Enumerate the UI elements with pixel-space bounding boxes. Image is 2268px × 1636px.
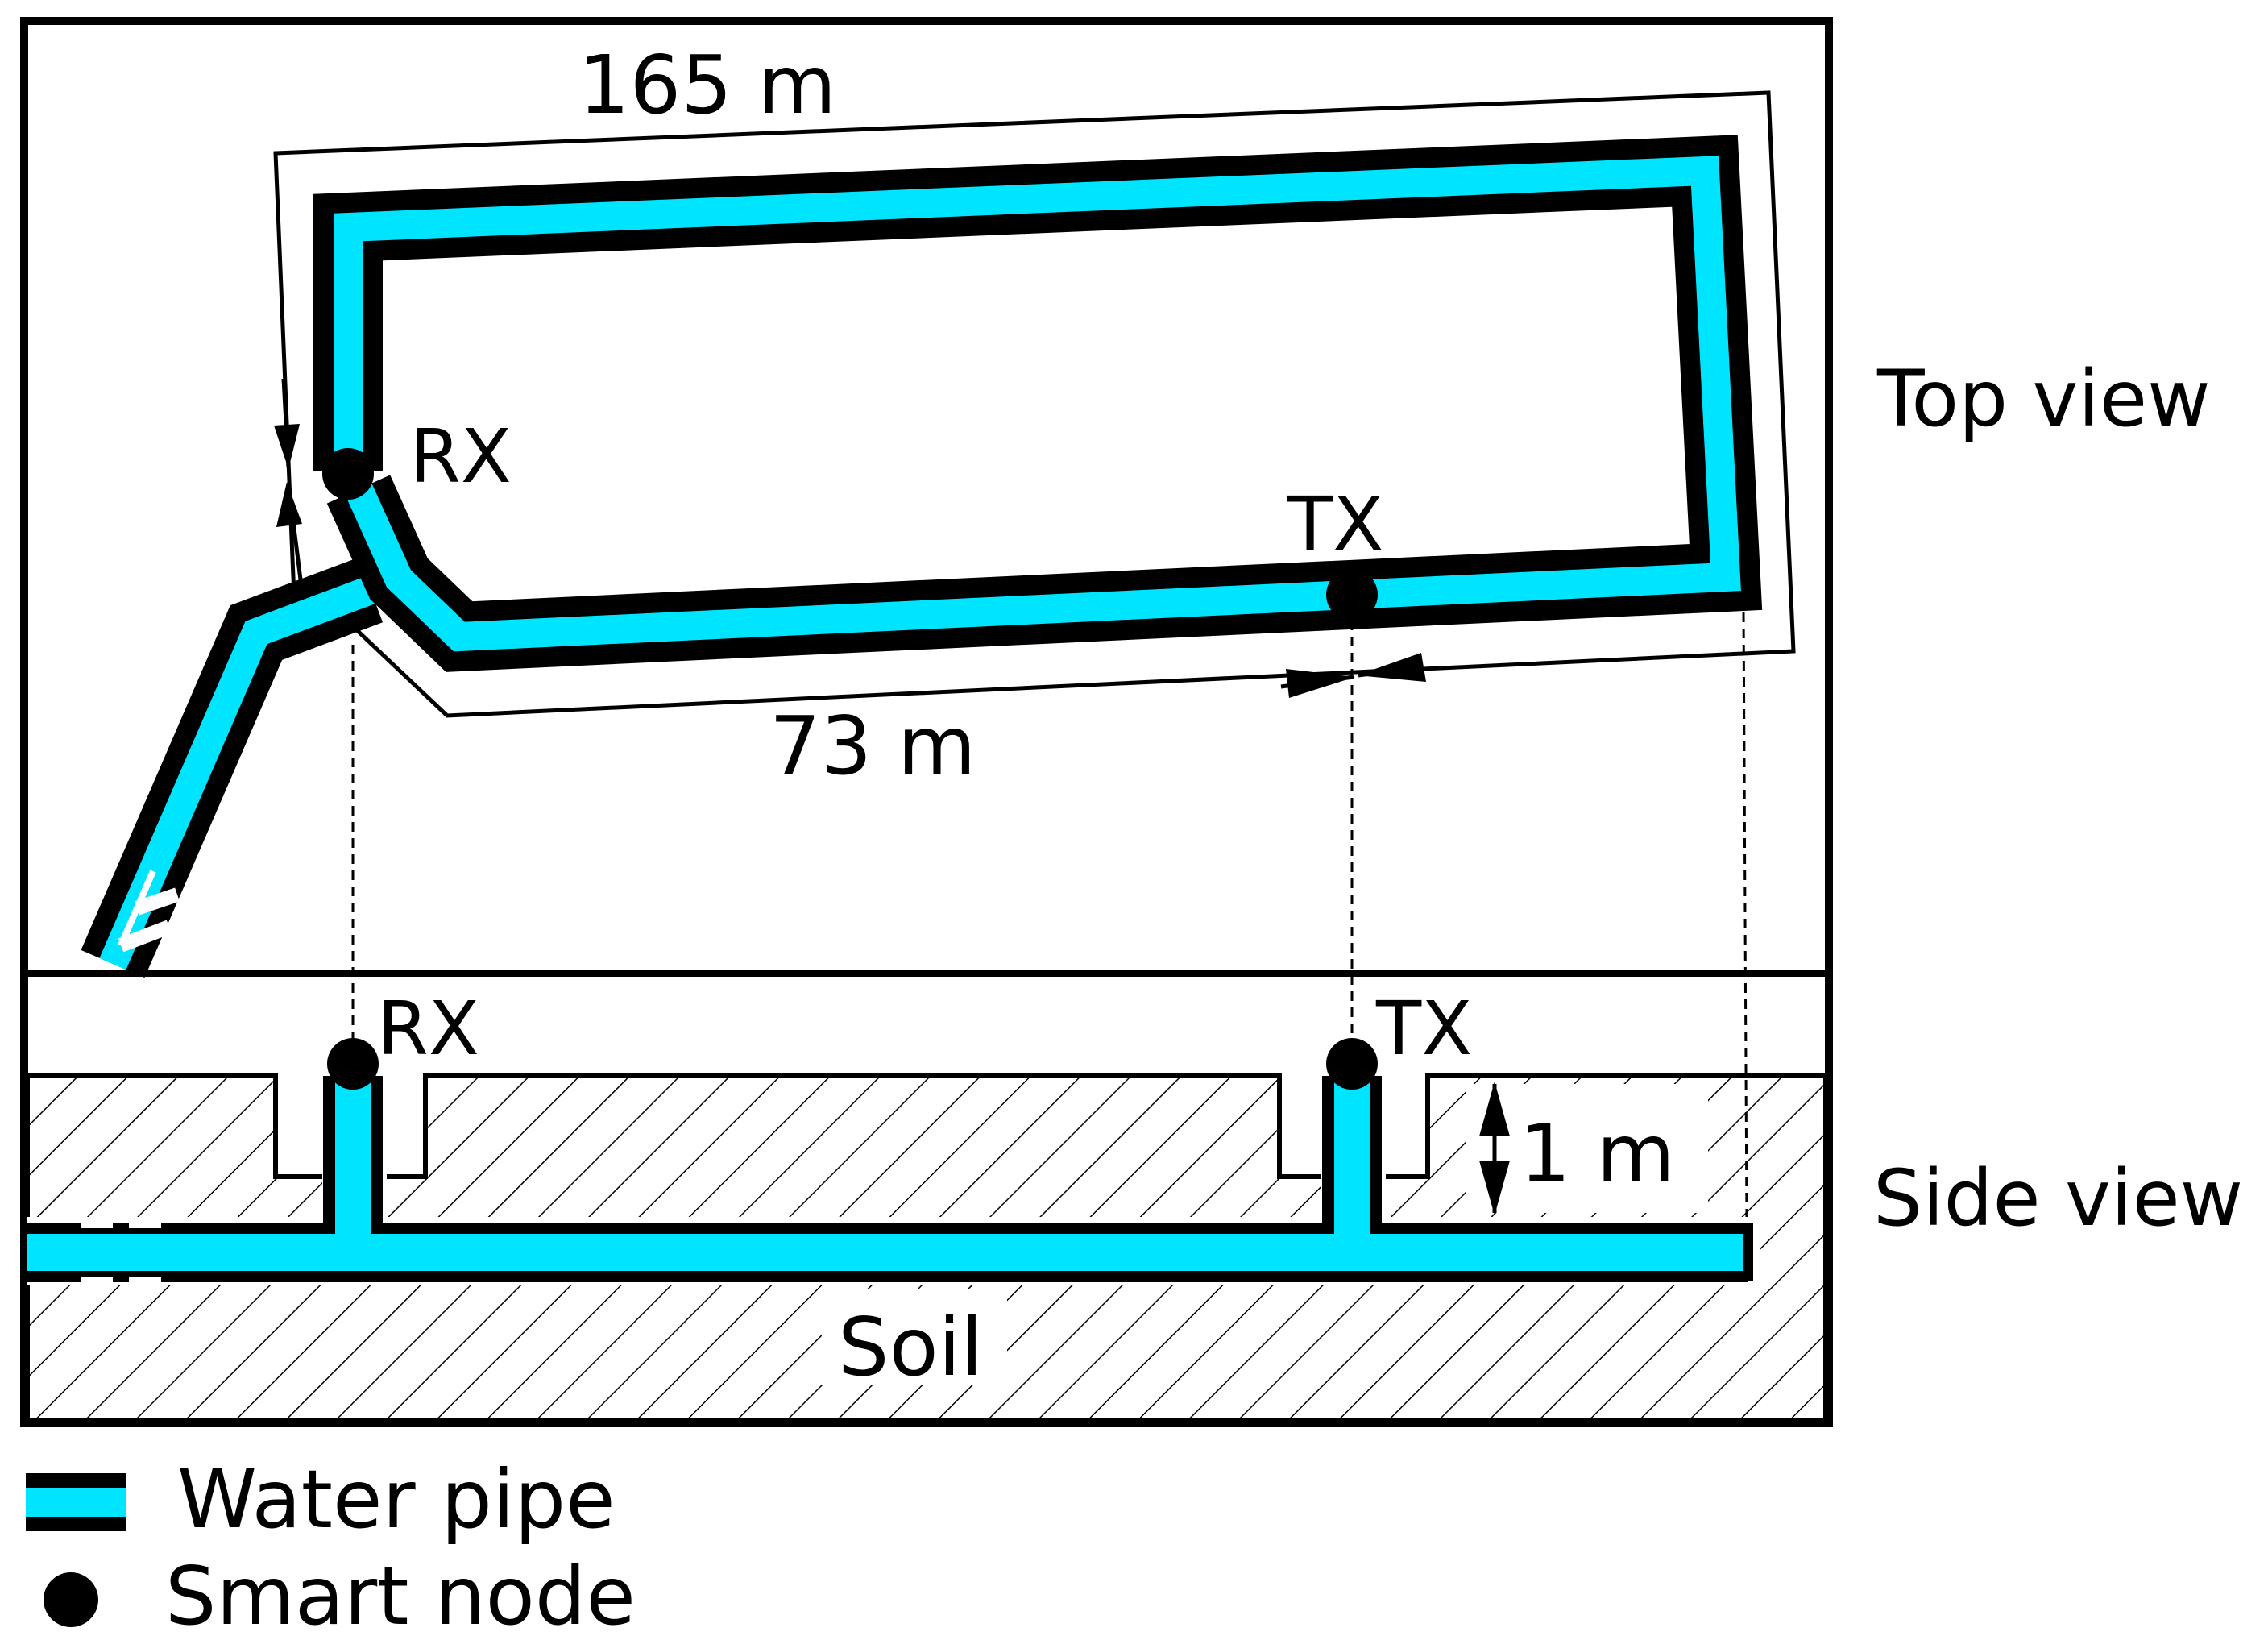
side-view: RX TX 1 m Soil Side view (25, 986, 2243, 1422)
depth-arrow (1466, 1082, 1708, 1215)
top-view: 165 m 73 m Top view RX TX (81, 38, 2211, 978)
legend: Water pipe Smart node (26, 1452, 636, 1636)
length-label: 165 m (578, 38, 836, 132)
legend-smart-node-icon (44, 1572, 98, 1627)
rx-node-side (327, 1038, 379, 1090)
loop-pipe (313, 135, 1763, 672)
legend-water-pipe-swatch (26, 1473, 126, 1531)
depth-label: 1 m (1520, 1107, 1675, 1201)
figure-frame (20, 17, 1833, 1427)
buried-pipe (27, 1220, 1753, 1285)
side-view-label: Side view (1873, 1153, 2243, 1244)
soil-label: Soil (838, 1300, 983, 1394)
top-view-label: Top view (1876, 354, 2211, 444)
tx-node-top (1326, 569, 1378, 621)
rx-label-side: RX (377, 986, 479, 1072)
rx-node-top (322, 448, 374, 500)
distance-label: 73 m (769, 699, 976, 793)
legend-smart-node-label: Smart node (165, 1549, 636, 1636)
feed-pipe-top (81, 557, 384, 978)
tx-label-side: TX (1375, 986, 1472, 1072)
distance-arrows (1280, 653, 1426, 698)
legend-water-pipe-label: Water pipe (177, 1452, 616, 1547)
tx-node-side (1326, 1038, 1378, 1090)
pipe-width-arrows (274, 378, 305, 593)
rx-label-top: RX (409, 413, 512, 500)
tx-label-top: TX (1287, 481, 1383, 567)
